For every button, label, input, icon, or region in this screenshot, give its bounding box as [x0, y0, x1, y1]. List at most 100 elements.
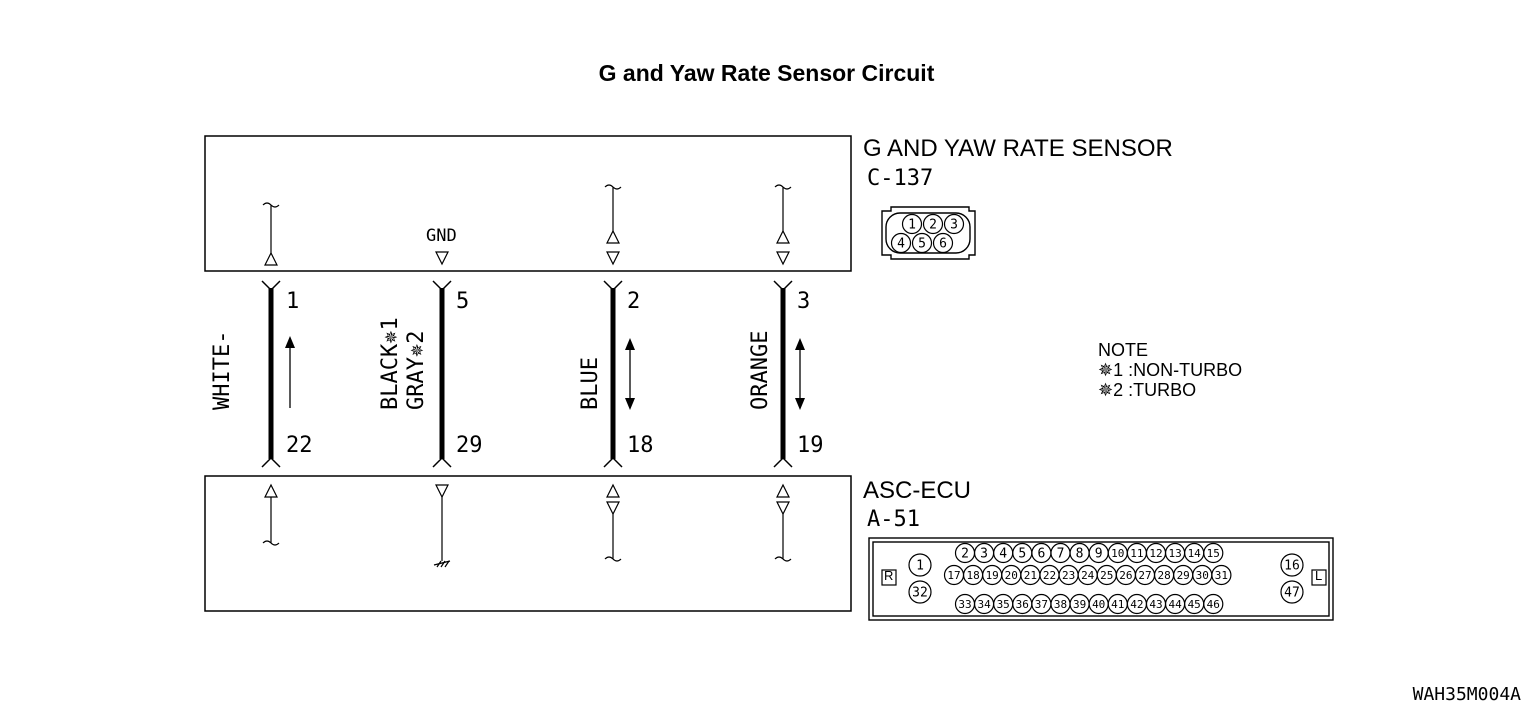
pin-number: 9	[1095, 547, 1103, 562]
wire2-bottom-pin: 29	[456, 433, 483, 458]
a51-pin: 19	[982, 564, 1003, 586]
sensor-pin2-internal	[604, 184, 622, 266]
ecu-connector-id: A-51	[867, 507, 920, 532]
pin-number: 25	[1100, 569, 1113, 582]
wire4-bottom-pin: 19	[797, 433, 824, 458]
wire1-bottom-pin: 22	[286, 433, 313, 458]
pin-number: 38	[1054, 598, 1067, 611]
a51-pin: 37	[1031, 593, 1052, 615]
pin-number: 1	[908, 218, 916, 233]
a51-pin: 32	[908, 580, 932, 604]
pin-number: 47	[1284, 586, 1300, 601]
pin-number: 28	[1157, 569, 1170, 582]
wire1-color-label: WHITE-	[210, 330, 235, 410]
pin-number: 37	[1035, 598, 1048, 611]
wire-orange	[773, 280, 805, 468]
a51-pin: 1	[908, 553, 932, 577]
pin-number: 21	[1024, 569, 1037, 582]
pin-number: 26	[1119, 569, 1132, 582]
pin-number: 5	[918, 237, 926, 252]
pin-number: 18	[966, 569, 979, 582]
sensor-name: G AND YAW RATE SENSOR	[863, 135, 1173, 162]
a51-pin: 5	[1012, 542, 1033, 564]
pin-number: 10	[1111, 547, 1124, 560]
pin-number: 3	[980, 547, 988, 562]
wire4-top-pin: 3	[797, 289, 811, 314]
pin-number: 45	[1188, 598, 1201, 611]
pin-number: 4	[999, 547, 1007, 562]
note-block: NOTE ✵1 :NON-TURBO ✵2 :TURBO	[1098, 340, 1242, 400]
a51-pin: 28	[1153, 564, 1175, 586]
sensor-gnd-internal	[435, 251, 449, 266]
wire2-top-pin: 5	[456, 289, 470, 314]
ecu-pin29-internal	[433, 484, 451, 568]
pin-number: 14	[1188, 547, 1202, 560]
pin-number: 40	[1092, 598, 1105, 611]
wire2-color2-label: GRAY✵2	[404, 330, 429, 410]
a51-pin: 34	[973, 593, 995, 615]
pin-number: 27	[1138, 569, 1151, 582]
ecu-connector-left-marker: R	[884, 568, 894, 583]
pin-number: 6	[1037, 547, 1045, 562]
a51-pin: 42	[1126, 593, 1148, 615]
pin-number: 17	[947, 569, 960, 582]
pin-number: 13	[1168, 547, 1181, 560]
pin-number: 22	[1043, 569, 1056, 582]
a51-pin: 33	[954, 593, 976, 615]
sensor-connector-id: C-137	[867, 166, 934, 191]
pin-number: 16	[1284, 559, 1300, 574]
a51-pin: 29	[1173, 564, 1194, 586]
a51-pin: 13	[1164, 542, 1186, 564]
a51-pin: 25	[1096, 564, 1117, 586]
a51-pin: 6	[1031, 542, 1052, 564]
a51-pin: 17	[943, 564, 965, 586]
ecu-connector-right-marker: L	[1315, 568, 1323, 583]
pin-number: 20	[1005, 569, 1018, 582]
pin-number: 29	[1177, 569, 1190, 582]
a51-pin: 2	[954, 542, 976, 564]
pin-number: 19	[986, 569, 999, 582]
c137-pin: 3	[943, 213, 965, 235]
c137-pin: 4	[890, 232, 912, 254]
pin-number: 30	[1196, 569, 1209, 582]
wire2-color-label: BLACK✵1	[378, 317, 403, 410]
pin-number: 3	[950, 218, 958, 233]
a51-pin: 14	[1184, 542, 1205, 564]
wire1-top-pin: 1	[286, 289, 300, 314]
a51-pin: 11	[1126, 542, 1148, 564]
wire3-bottom-pin: 18	[627, 433, 654, 458]
c137-pin: 5	[911, 232, 933, 254]
c137-pin: 1	[901, 213, 923, 235]
wire-black-gray	[432, 280, 452, 468]
wire4-color-label: ORANGE	[748, 330, 773, 410]
pin-number: 31	[1215, 569, 1228, 582]
pin-number: 36	[1016, 598, 1029, 611]
a51-pin: 46	[1203, 593, 1224, 615]
figure-code: WAH35M004A	[1412, 684, 1521, 705]
pin-number: 12	[1149, 547, 1162, 560]
pin-number: 8	[1076, 547, 1084, 562]
note-heading: NOTE	[1098, 340, 1149, 360]
pin-number: 42	[1130, 598, 1143, 611]
a51-pin: 45	[1184, 593, 1205, 615]
ecu-pin22-internal	[262, 483, 280, 546]
note-line-2: ✵2 :TURBO	[1098, 380, 1197, 400]
a51-pin: 8	[1069, 542, 1090, 564]
a51-pin: 43	[1145, 593, 1167, 615]
sensor-box	[204, 135, 852, 272]
gnd-label: GND	[426, 226, 457, 246]
ecu-pin19-internal	[774, 483, 792, 562]
pin-number: 43	[1149, 598, 1162, 611]
diagram-title: G and Yaw Rate Sensor Circuit	[598, 60, 935, 86]
c137-pin: 2	[922, 213, 944, 235]
a51-pin: 3	[973, 542, 995, 564]
sensor-pin1-internal	[262, 202, 280, 266]
pin-number: 32	[912, 586, 928, 601]
ecu-name: ASC-ECU	[863, 477, 972, 504]
wire-white	[261, 280, 295, 468]
pin-number: 46	[1207, 598, 1220, 611]
a51-pin: 44	[1164, 593, 1186, 615]
ecu-box	[204, 475, 852, 612]
